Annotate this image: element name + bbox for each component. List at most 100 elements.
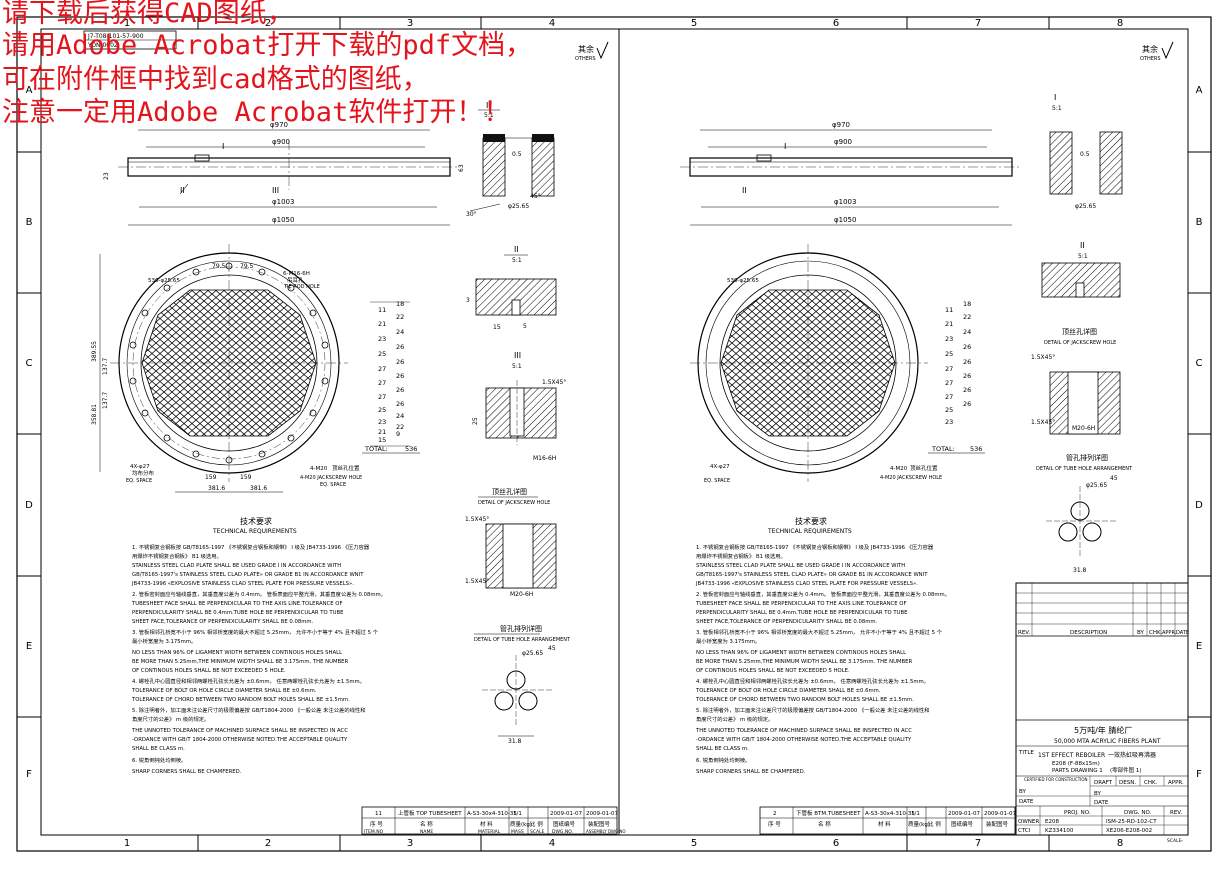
svg-text:4. 螺栓孔中心圆直径和相邻两螺栓孔弦长允差为 ±0.6m: 4. 螺栓孔中心圆直径和相邻两螺栓孔弦长允差为 ±0.6mm， 任意两螺栓孔弦长… <box>696 677 929 685</box>
drawing-title-en: 1ST EFFECT REBOILER <box>1038 752 1105 759</box>
svg-text:THE UNNOTED TOLERANCE OF MACHI: THE UNNOTED TOLERANCE OF MACHINED SURFAC… <box>695 728 912 734</box>
svg-text:2009-01-07: 2009-01-07 <box>948 811 980 817</box>
svg-text:SHARP CORNERS SHALL BE CHAMFER: SHARP CORNERS SHALL BE CHAMFERED. <box>132 769 242 775</box>
svg-text:D: D <box>25 500 33 511</box>
dim-side: 23 <box>103 172 110 180</box>
svg-text:45: 45 <box>1110 475 1118 482</box>
total-label: TOTAL: <box>364 445 388 453</box>
tubesheet-plan-view: 79.5 79.5 536-φ25.65 6-M16-6H 吊耳孔 TIE RO… <box>91 244 362 493</box>
dim-bottom: 381.6 <box>250 485 267 492</box>
svg-text:REV.: REV. <box>1170 810 1182 816</box>
svg-text:MATERIAL: MATERIAL <box>478 829 501 835</box>
svg-text:1.5X45°: 1.5X45° <box>465 516 489 523</box>
col-label: 7 <box>975 838 981 849</box>
svg-text:φ25.65: φ25.65 <box>1086 482 1107 489</box>
svg-text:26: 26 <box>963 400 971 408</box>
svg-text:SCALE: SCALE <box>1167 838 1182 844</box>
inner-frame <box>40 28 1189 836</box>
svg-text:顶丝孔详图: 顶丝孔详图 <box>492 487 527 496</box>
svg-text:管孔排列详图: 管孔排列详图 <box>500 624 542 633</box>
svg-text:5:1: 5:1 <box>512 257 522 264</box>
svg-text:2009-01-07: 2009-01-07 <box>550 811 582 817</box>
svg-text:用爆炸不锈钢复合钢板》 B1 级选用。: 用爆炸不锈钢复合钢板》 B1 级选用。 <box>132 552 222 560</box>
svg-text:24: 24 <box>396 412 404 420</box>
dim-left: 389.55 <box>91 341 98 362</box>
svg-text:序 号: 序 号 <box>768 820 781 828</box>
svg-text:2009-01-07: 2009-01-07 <box>984 811 1016 817</box>
svg-text:TOLERANCE OF CHORD BETWEEN TWO: TOLERANCE OF CHORD BETWEEN TWO RANDOM BO… <box>695 697 914 703</box>
svg-text:22: 22 <box>396 423 404 431</box>
svg-text:SHALL BE CLASS m.: SHALL BE CLASS m. <box>696 746 749 752</box>
svg-text:11: 11 <box>945 306 953 314</box>
svg-text:I: I <box>784 142 786 151</box>
col-label: 2 <box>265 838 271 849</box>
svg-text:上管板 TOP TUBESHEET: 上管板 TOP TUBESHEET <box>398 809 462 817</box>
svg-text:27: 27 <box>378 393 386 401</box>
svg-text:DATE: DATE <box>1176 630 1189 636</box>
bolt-holes <box>129 262 329 464</box>
svg-text:E: E <box>26 641 32 652</box>
technical-requirements: 技术要求 TECHNICAL REQUIREMENTS 1. 不锈钢复合钢板按 … <box>131 516 386 775</box>
svg-text:OF CONTINOUS HOLES SHALL BE NO: OF CONTINOUS HOLES SHALL BE NOT EXCEEDED… <box>696 668 850 674</box>
svg-text:SCALE: SCALE <box>530 829 545 835</box>
svg-text:顶丝孔位置: 顶丝孔位置 <box>910 464 938 472</box>
col-label: 3 <box>407 18 413 29</box>
svg-text:φ1003: φ1003 <box>834 198 856 206</box>
doc-code: YON 0002 <box>87 42 118 49</box>
svg-text:φ25.65: φ25.65 <box>508 203 529 210</box>
svg-text:5:1: 5:1 <box>512 363 522 370</box>
svg-text:27: 27 <box>378 379 386 387</box>
svg-text:1.5X45°: 1.5X45° <box>1031 354 1055 361</box>
svg-text:26: 26 <box>396 343 404 351</box>
left-sheet: J7-T08-101-57-900 YON 0002 其余 OTHERS φ97… <box>83 30 626 835</box>
svg-text:M16-6H: M16-6H <box>533 455 556 462</box>
svg-text:STAINLESS STEEL CLAD PLATE SHA: STAINLESS STEEL CLAD PLATE SHALL BE USED… <box>696 563 905 569</box>
plan-label: 吊耳孔 <box>287 276 304 284</box>
plan-label: TIE ROD HOLE <box>283 284 320 290</box>
svg-text:26: 26 <box>963 358 971 366</box>
dim-d970: φ970 <box>270 121 288 129</box>
svg-text:E208 (F-88x15m): E208 (F-88x15m) <box>1052 761 1100 767</box>
svg-text:27: 27 <box>945 365 953 373</box>
svg-text:22: 22 <box>396 313 404 321</box>
svg-text:5. 除注明者外，加工面未注公差尺寸的极限偏差按 GB/T: 5. 除注明者外，加工面未注公差尺寸的极限偏差按 GB/T1804-2000 《… <box>132 706 366 714</box>
tubesheet-plan-view-right: 536-φ25.65 4-M20 顶丝孔位置 4-M20 JACKSCREW H… <box>690 244 942 484</box>
svg-text:APPR.: APPR. <box>1168 780 1184 786</box>
svg-text:BE MORE THAN 5.25mm,THE MINIMU: BE MORE THAN 5.25mm,THE MINIMUM WIDTH SH… <box>696 659 912 665</box>
svg-text:6. 锐角倒钝处均倒棱。: 6. 锐角倒钝处均倒棱。 <box>132 756 186 764</box>
svg-text:SHEET FACE,TOLERANCE OF PERPEN: SHEET FACE,TOLERANCE OF PERPENDICULARITY… <box>132 619 314 625</box>
download-note-1: 请下载后获得CAD图纸， <box>2 0 294 29</box>
svg-text:21: 21 <box>945 320 953 328</box>
svg-text:质量(kg): 质量(kg) <box>510 820 532 828</box>
svg-text:THE UNNOTED TOLERANCE OF MACHI: THE UNNOTED TOLERANCE OF MACHINED SURFAC… <box>131 728 348 734</box>
svg-text:I: I <box>1054 93 1056 102</box>
svg-text:A-S3-30x4-310-35: A-S3-30x4-310-35 <box>467 811 517 817</box>
svg-text:TOLERANCE OF CHORD BETWEEN TWO: TOLERANCE OF CHORD BETWEEN TWO RANDOM BO… <box>131 697 350 703</box>
detail-I: I 5:1 0.5 φ25.65 45° 30° <box>466 101 555 218</box>
svg-text:C: C <box>26 358 33 369</box>
tube-row-counts: 11 21 23 25 27 27 27 25 23 21 15 18 22 2… <box>362 300 420 454</box>
svg-text:27: 27 <box>945 393 953 401</box>
column-labels-bottom: 1 2 3 4 5 6 7 8 <box>124 838 1123 849</box>
svg-text:DATE: DATE <box>1019 799 1034 805</box>
dim-top: 79.5 <box>240 263 254 270</box>
svg-text:CERTIFIED FOR CONSTRUCTION: CERTIFIED FOR CONSTRUCTION <box>1024 777 1087 782</box>
svg-text:I: I <box>486 101 488 110</box>
svg-text:3. 管板相邻孔桥宽不小于 96% 相邻桥宽度的最大不超: 3. 管板相邻孔桥宽不小于 96% 相邻桥宽度的最大不超过 5.25mm， 允许… <box>696 628 943 636</box>
svg-text:II: II <box>514 245 519 254</box>
ctci-dwg-no: XE206-E208-002 <box>1106 828 1152 834</box>
detail-III: III 5:1 1.5X45° M16-6H 25 <box>472 351 566 462</box>
svg-text:45°: 45° <box>530 193 541 200</box>
svg-text:11: 11 <box>375 811 382 817</box>
svg-text:15: 15 <box>493 324 501 331</box>
svg-text:比 例: 比 例 <box>928 820 941 828</box>
svg-text:27: 27 <box>378 365 386 373</box>
col-label: 6 <box>833 18 839 29</box>
col-label: 3 <box>407 838 413 849</box>
dim-top: 79.5 <box>212 263 226 270</box>
svg-text:D: D <box>1195 500 1203 511</box>
row-labels-left: A B C D E F <box>25 85 33 780</box>
surface-mark: 其余 <box>1142 44 1158 54</box>
svg-text:III: III <box>514 351 521 360</box>
svg-text:1. 不锈钢复合钢板按 GB/T8165-1997 《不锈: 1. 不锈钢复合钢板按 GB/T8165-1997 《不锈钢复合钢板和钢带》 I… <box>132 543 370 551</box>
